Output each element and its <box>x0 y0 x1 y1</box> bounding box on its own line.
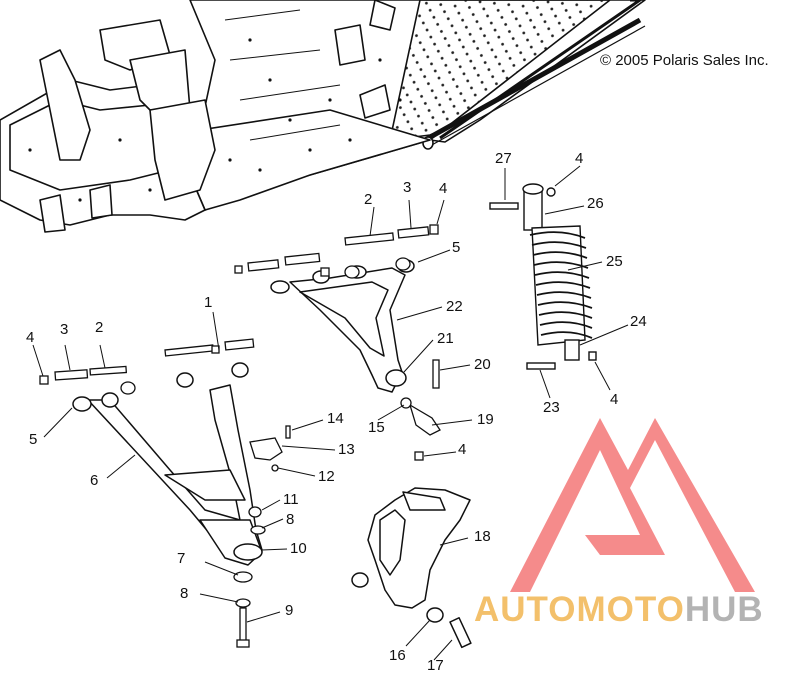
callout-16: 16 <box>389 647 406 664</box>
callout-6: 6 <box>90 472 99 489</box>
callout-4: 4 <box>458 441 467 458</box>
callout-11: 11 <box>283 491 299 508</box>
callout-24: 24 <box>630 313 647 330</box>
callout-2: 2 <box>364 191 373 208</box>
callout-12: 12 <box>318 468 335 485</box>
shock-absorber <box>489 183 597 370</box>
spindle <box>351 487 472 649</box>
callout-26: 26 <box>587 195 604 212</box>
watermark-text: AUTOMOTOHUB <box>474 590 764 630</box>
callout-25: 25 <box>606 253 623 270</box>
callout-14: 14 <box>327 410 344 427</box>
callout-8: 8 <box>286 511 295 528</box>
callout-20: 20 <box>474 356 491 373</box>
lower-arm-hardware <box>39 338 266 648</box>
callout-8: 8 <box>180 585 189 602</box>
callout-3: 3 <box>60 321 69 338</box>
callout-9: 9 <box>285 602 294 619</box>
callout-4: 4 <box>575 150 584 167</box>
callout-5: 5 <box>29 431 38 448</box>
copyright-notice: © 2005 Polaris Sales Inc. <box>600 52 769 69</box>
upper-control-arm <box>270 259 415 393</box>
callout-23: 23 <box>543 399 560 416</box>
callout-3: 3 <box>403 179 412 196</box>
callout-4: 4 <box>610 391 619 408</box>
watermark-text-hub: HUB <box>684 590 764 629</box>
chassis-frame <box>0 0 646 233</box>
callout-4: 4 <box>439 180 448 197</box>
callout-13: 13 <box>338 441 355 458</box>
callout-19: 19 <box>477 411 494 428</box>
callout-18: 18 <box>474 528 491 545</box>
leader-lines <box>32 165 629 661</box>
upper-arm-hardware <box>234 224 439 279</box>
callout-5: 5 <box>452 239 461 256</box>
callout-22: 22 <box>446 298 463 315</box>
watermark-text-automoto: AUTOMOTO <box>474 590 685 629</box>
lower-control-arm <box>72 362 263 566</box>
callout-4: 4 <box>26 329 35 346</box>
callout-7: 7 <box>177 550 186 567</box>
callout-21: 21 <box>437 330 454 347</box>
callout-27: 27 <box>495 150 512 167</box>
tie-rod-end <box>400 359 441 461</box>
callout-15: 15 <box>368 419 385 436</box>
callout-17: 17 <box>427 657 444 674</box>
callout-2: 2 <box>95 319 104 336</box>
callout-10: 10 <box>290 540 307 557</box>
watermark-logo <box>510 418 755 592</box>
callout-1: 1 <box>204 294 213 311</box>
sway-bracket <box>249 425 291 472</box>
